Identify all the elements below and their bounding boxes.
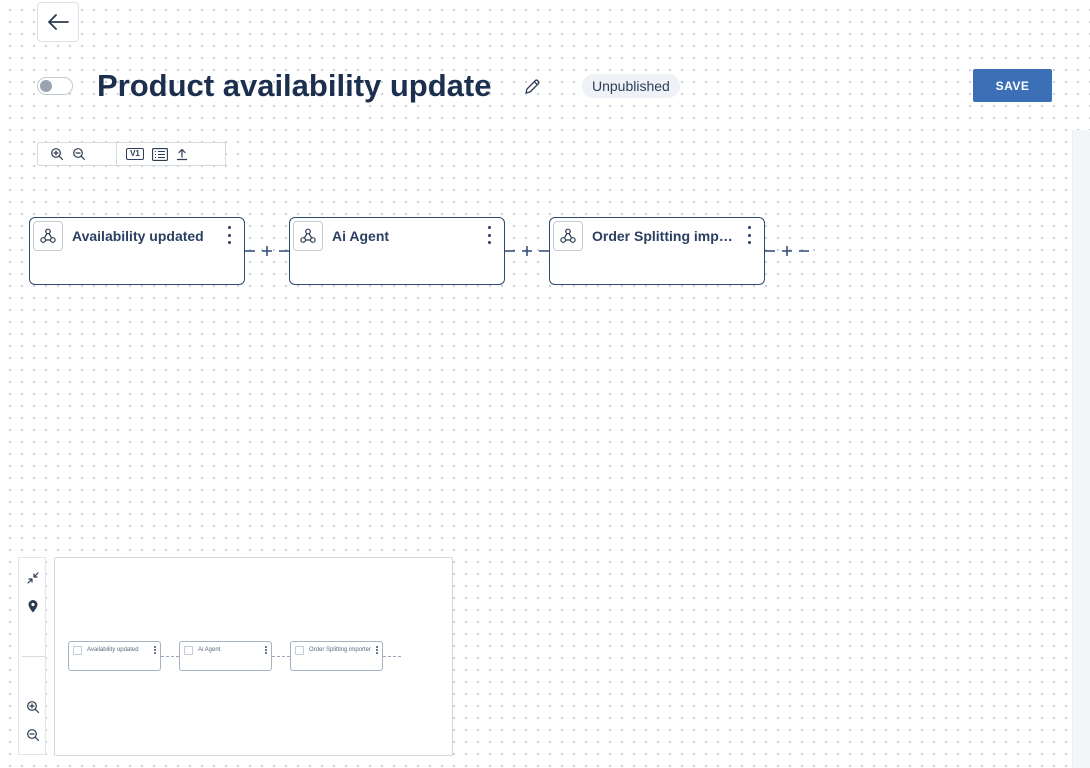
save-button[interactable]: SAVE [973, 69, 1052, 102]
locate-button[interactable] [23, 596, 43, 616]
plus-icon [765, 246, 809, 256]
zoom-in-button[interactable] [46, 143, 68, 165]
list-button[interactable] [149, 143, 171, 165]
minimap-node: Order Splitting importer [290, 641, 383, 671]
zoom-out-icon [73, 148, 86, 161]
toolbar-divider [116, 143, 117, 165]
minimap-node-title: Order Splitting importer [309, 647, 372, 653]
node-menu-button[interactable] [742, 226, 756, 244]
workflow-active-toggle[interactable] [37, 77, 73, 95]
node-icon-box [293, 221, 323, 251]
canvas-toolbar: V1 [37, 142, 226, 166]
zoom-in-icon [51, 148, 64, 161]
status-badge: Unpublished [582, 74, 680, 98]
workflow-node[interactable]: Ai Agent [289, 217, 505, 285]
canvas-scrollbar[interactable] [1072, 130, 1090, 768]
node-title: Ai Agent [332, 228, 390, 244]
add-step-connector[interactable] [245, 244, 289, 258]
minimap-divider [22, 656, 46, 657]
minimap-zoom-out-button[interactable] [23, 725, 43, 745]
webhook-icon [560, 228, 576, 243]
pencil-icon [525, 79, 540, 94]
add-step-connector[interactable] [765, 244, 809, 258]
version-button[interactable]: V1 [121, 143, 149, 165]
minimap-node: Availability updated [68, 641, 161, 671]
collapse-icon [27, 572, 39, 584]
page-title: Product availability update [97, 68, 492, 103]
node-title: Order Splitting importer [592, 228, 737, 244]
kebab-icon [265, 646, 267, 654]
webhook-icon [40, 228, 56, 243]
arrow-left-icon [48, 14, 69, 30]
zoom-in-icon [27, 701, 40, 714]
upload-icon [176, 148, 188, 160]
workflow-node[interactable]: Availability updated [29, 217, 245, 285]
workflow-node[interactable]: Order Splitting importer [549, 217, 765, 285]
toggle-knob [40, 80, 52, 92]
webhook-icon [300, 228, 316, 243]
collapse-minimap-button[interactable] [23, 568, 43, 588]
kebab-icon [154, 646, 156, 654]
minimap-node-title: Ai Agent [198, 647, 221, 653]
minimap-node-title: Availability updated [87, 647, 139, 653]
upload-button[interactable] [171, 143, 193, 165]
location-pin-icon [28, 600, 38, 613]
zoom-out-button[interactable] [68, 143, 90, 165]
minimap-connector [272, 656, 290, 657]
plus-icon [245, 246, 289, 256]
minimap-connector [161, 656, 179, 657]
node-menu-button[interactable] [482, 226, 496, 244]
zoom-out-icon [27, 729, 40, 742]
minimap-controls [18, 557, 46, 755]
node-icon-box [33, 221, 63, 251]
minimap-zoom-in-button[interactable] [23, 697, 43, 717]
list-icon [152, 147, 168, 161]
webhook-icon [295, 646, 304, 655]
edit-title-button[interactable] [522, 77, 542, 97]
node-title: Availability updated [72, 228, 204, 244]
webhook-icon [184, 646, 193, 655]
plus-icon [505, 246, 549, 256]
add-step-connector[interactable] [505, 244, 549, 258]
minimap-node: Ai Agent [179, 641, 272, 671]
kebab-icon [376, 646, 378, 654]
minimap[interactable]: Availability updated Ai Agent Order Spli… [54, 557, 453, 756]
back-button[interactable] [37, 2, 79, 42]
node-icon-box [553, 221, 583, 251]
node-menu-button[interactable] [222, 226, 236, 244]
version-icon: V1 [126, 148, 144, 160]
webhook-icon [73, 646, 82, 655]
minimap-connector [383, 656, 401, 657]
